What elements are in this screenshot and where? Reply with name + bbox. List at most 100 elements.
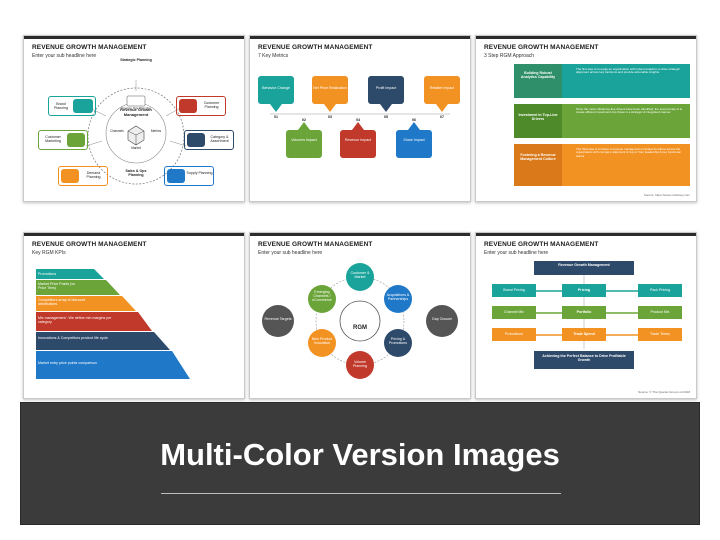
metric-number: 05 [384,115,388,119]
segment-label: Volume Planning [353,360,367,369]
supply-planning-box: Supply Planning [164,166,214,186]
metric-number: 02 [302,118,306,122]
step-text: The third step is to foster a revenue ma… [576,147,681,158]
metric-label: Retailer Impact [429,86,455,90]
slide-thumbnail-6[interactable]: REVENUE GROWTH MANAGEMENT Enter your sub… [475,232,697,399]
kpi-band-label: Mix management : We define min margins p… [38,316,112,325]
segment-label: Emerging Channels / eCommerce [312,290,332,303]
row-right-box: Product Mix [638,306,682,319]
strategic-planning-label: Strategic Planning [120,58,152,62]
metric-label: Revenue Impact [344,138,372,142]
kpi-band-label: Promotions [38,272,57,276]
footer-label: Achieving the Perfect Balance to Drive P… [542,354,626,363]
slide-subtitle: 3 Step RGM Approach [484,53,535,59]
segment-label: Acquisitions & Partnerships [386,293,410,302]
customer-marketing-icon [67,133,85,147]
rgm-center-label: RGM [353,325,367,331]
slide-subtitle: Enter your sub headline here [258,250,323,256]
row-left-label: Brand Pricing [503,288,525,292]
slide-thumbnail-2[interactable]: REVENUE GROWTH MANAGEMENT 7 Key Metrics … [249,35,471,202]
segment-label: Customer & Market [350,271,370,280]
customer-planning-label: Customer Planning [203,101,220,110]
row-right-box: Pack Pricing [638,284,682,297]
segment-label: New Product Innovation [311,337,333,346]
kpi-staircase-diagram [36,269,190,379]
row-right-box: Trade Terms [638,328,682,341]
step-text: The first step is to equip an organizati… [576,67,680,75]
slide-subtitle: Key RGM KPIs [32,250,66,256]
customer-marketing-box: Customer Marketing [38,130,88,150]
category-assortment-label: Category & Assortment [210,135,229,144]
metric-number: 01 [274,115,278,119]
step-label: Building Robust Analytics Capability [520,71,556,80]
row-mid-box: Trade Spend [562,328,606,341]
metric-number: 07 [440,115,444,119]
slide-title: REVENUE GROWTH MANAGEMENT [32,44,147,51]
brand-planning-box: Brand Planning [48,96,96,116]
center-label: Revenue Growth Management [120,107,152,117]
step-text: Once the most critical top-line drivers … [576,107,683,115]
row-mid-box: Pricing [562,284,606,297]
kpi-band-label: Competitors array of discount distributi… [38,298,85,307]
slide-thumbnail-4[interactable]: REVENUE GROWTH MANAGEMENT Key RGM KPIs P… [23,232,245,399]
slide-subtitle: 7 Key Metrics [258,53,289,59]
row-left-box: Promotions [492,328,536,341]
metric-number: 06 [412,118,416,122]
row-left-label: Channel Mix [504,310,524,314]
step-label-box-3: Fostering a Revenue Management Culture [514,144,562,186]
metric-label: Behavior Change [262,86,290,90]
metric-label: Volumes Impact [291,138,317,142]
version-banner: Multi-Color Version Images [20,402,700,525]
demand-icon [61,169,79,183]
demand-planning-box: Demand Planning [58,166,108,186]
supply-planning-label: Supply Planning [186,171,213,175]
brand-planning-label: Brand Planning [54,102,68,111]
kpi-band-label: Market Price Points (vs Price Tiers) [38,282,75,291]
slide-thumbnail-1[interactable]: REVENUE GROWTH MANAGEMENT Enter your sub… [23,35,245,202]
rgm-hub-diagram [262,263,458,379]
channels-label: Channels [110,129,124,133]
source-note: Source: © The Quartet Group Ltd 2018 [638,390,690,394]
metric-number: 03 [328,115,332,119]
row-mid-label: Trade Spend [573,332,595,336]
slide-title: REVENUE GROWTH MANAGEMENT [258,241,373,248]
customer-planning-box: Customer Planning [176,96,226,116]
slide-subtitle: Enter your sub headline here [484,250,549,256]
kpi-band-label: Innovations & Competitors product life c… [38,336,108,340]
category-icon [187,133,205,147]
row-left-label: Promotions [504,332,524,336]
row-right-label: Trade Terms [650,332,670,336]
banner-title: Multi-Color Version Images [160,437,560,472]
market-label: Market [131,146,141,150]
brand-icon [73,99,93,113]
source-note: Source: https://www.mckinsey.com [643,193,690,197]
slide-thumbnail-5[interactable]: REVENUE GROWTH MANAGEMENT Enter your sub… [249,232,471,399]
footer-box: Achieving the Perfect Balance to Drive P… [534,351,634,369]
customer-marketing-label: Customer Marketing [45,135,61,144]
slide-title: REVENUE GROWTH MANAGEMENT [484,241,599,248]
slide-title: REVENUE GROWTH MANAGEMENT [32,241,147,248]
revenue-targets-label: Revenue Targets [264,317,292,321]
slide-thumbnail-3[interactable]: REVENUE GROWTH MANAGEMENT 3 Step RGM App… [475,35,697,202]
rgm-wheel-diagram [85,80,187,185]
segment-label: Pricing & Promotions [388,337,408,346]
row-left-box: Brand Pricing [492,284,536,297]
banner-divider [161,493,561,494]
step-label: Investment in Top-Line Drivers [518,113,558,122]
step-label-box-2: Investment in Top-Line Drivers [514,104,562,138]
metric-label: Share Impact [403,138,425,142]
sales-ops-label: Sales & Ops Planning [125,169,147,178]
category-assortment-box: Category & Assortment [184,130,234,150]
metrics-label: Metrics [150,129,162,133]
seven-metrics-diagram [258,76,460,158]
demand-planning-label: Demand Planning [86,171,101,180]
metric-number: 04 [356,118,360,122]
customer-planning-icon [179,99,197,113]
row-mid-box: Portfolio [562,306,606,319]
gap-closure-label: Gap Closure [431,317,453,321]
row-left-box: Channel Mix [492,306,536,319]
rgm-header-box: Revenue Growth Management [534,261,634,275]
step-label-box-1: Building Robust Analytics Capability [514,64,562,98]
slide-subtitle: Enter your sub headline here [32,53,97,59]
row-right-label: Product Mix [650,310,670,314]
